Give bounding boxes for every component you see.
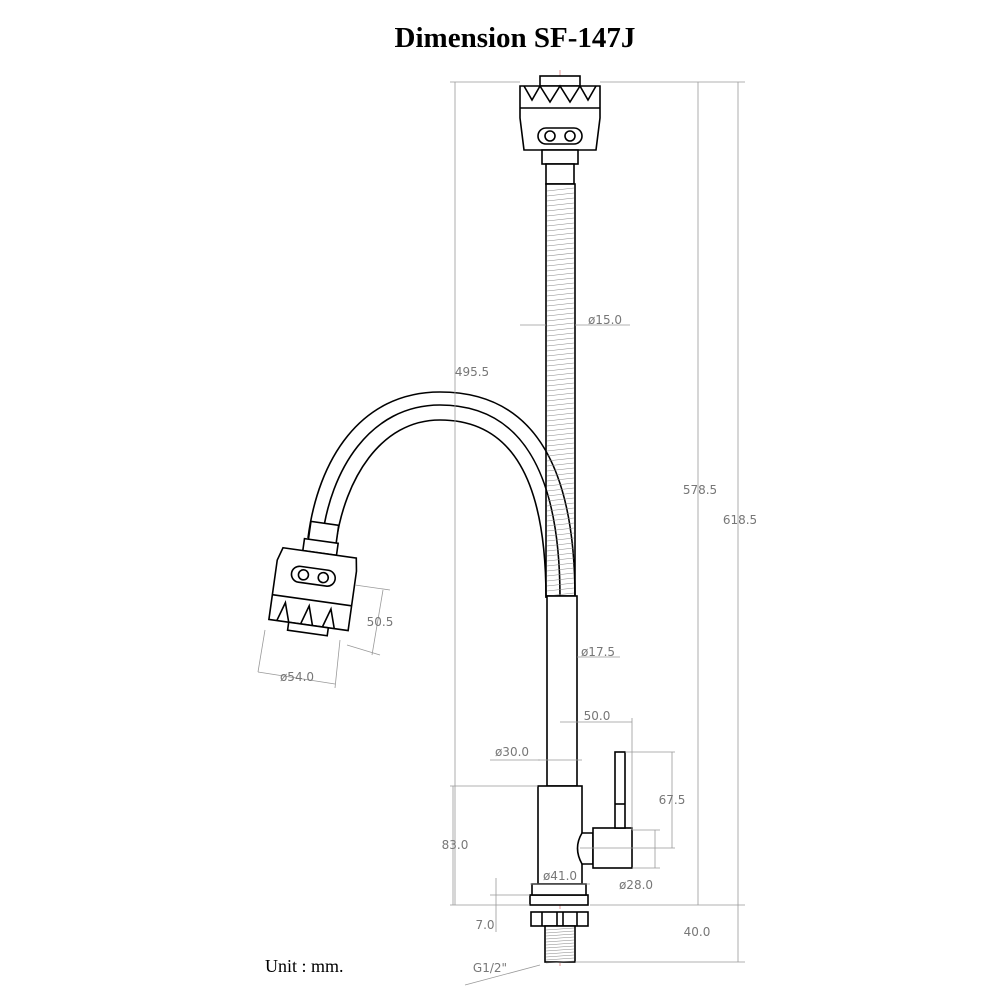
- drawing-title: Dimension SF-147J: [395, 22, 636, 54]
- handle-lever: [576, 751, 633, 869]
- top-spray-head: [519, 75, 601, 185]
- dim-handle-offset: 50.0: [584, 709, 611, 723]
- dim-ring-thickness: 7.0: [475, 918, 494, 932]
- pull-out-spray-head: [267, 520, 358, 637]
- dim-total-height: 618.5: [723, 513, 757, 527]
- dim-head-height: 50.5: [367, 615, 394, 629]
- dim-handle-height: 67.5: [659, 793, 686, 807]
- dim-spout-height: 495.5: [455, 365, 489, 379]
- dim-thread-spec: G1/2": [473, 961, 507, 975]
- unit-label: Unit : mm.: [265, 956, 344, 976]
- lower-pipe: [546, 595, 578, 787]
- dim-handle-hub-diameter: ø28.0: [619, 878, 653, 892]
- dim-body-height: 83.0: [442, 838, 469, 852]
- dimension-labels: 495.5 578.5 618.5 ø15.0 ø17.5 50.0 ø30.0…: [280, 313, 757, 975]
- dim-pipe-diameter: ø17.5: [581, 645, 615, 659]
- dimension-lines: [257, 81, 745, 986]
- dim-thread-length: 40.0: [684, 925, 711, 939]
- dim-body-diameter: ø41.0: [543, 869, 577, 883]
- dim-height-to-ring: 578.5: [683, 483, 717, 497]
- flexible-hose: [307, 183, 576, 599]
- dim-upper-tube-diameter: ø30.0: [495, 745, 529, 759]
- thread-hatching: [545, 927, 575, 964]
- dim-head-diameter: ø54.0: [280, 670, 314, 684]
- dim-hose-diameter: ø15.0: [588, 313, 622, 327]
